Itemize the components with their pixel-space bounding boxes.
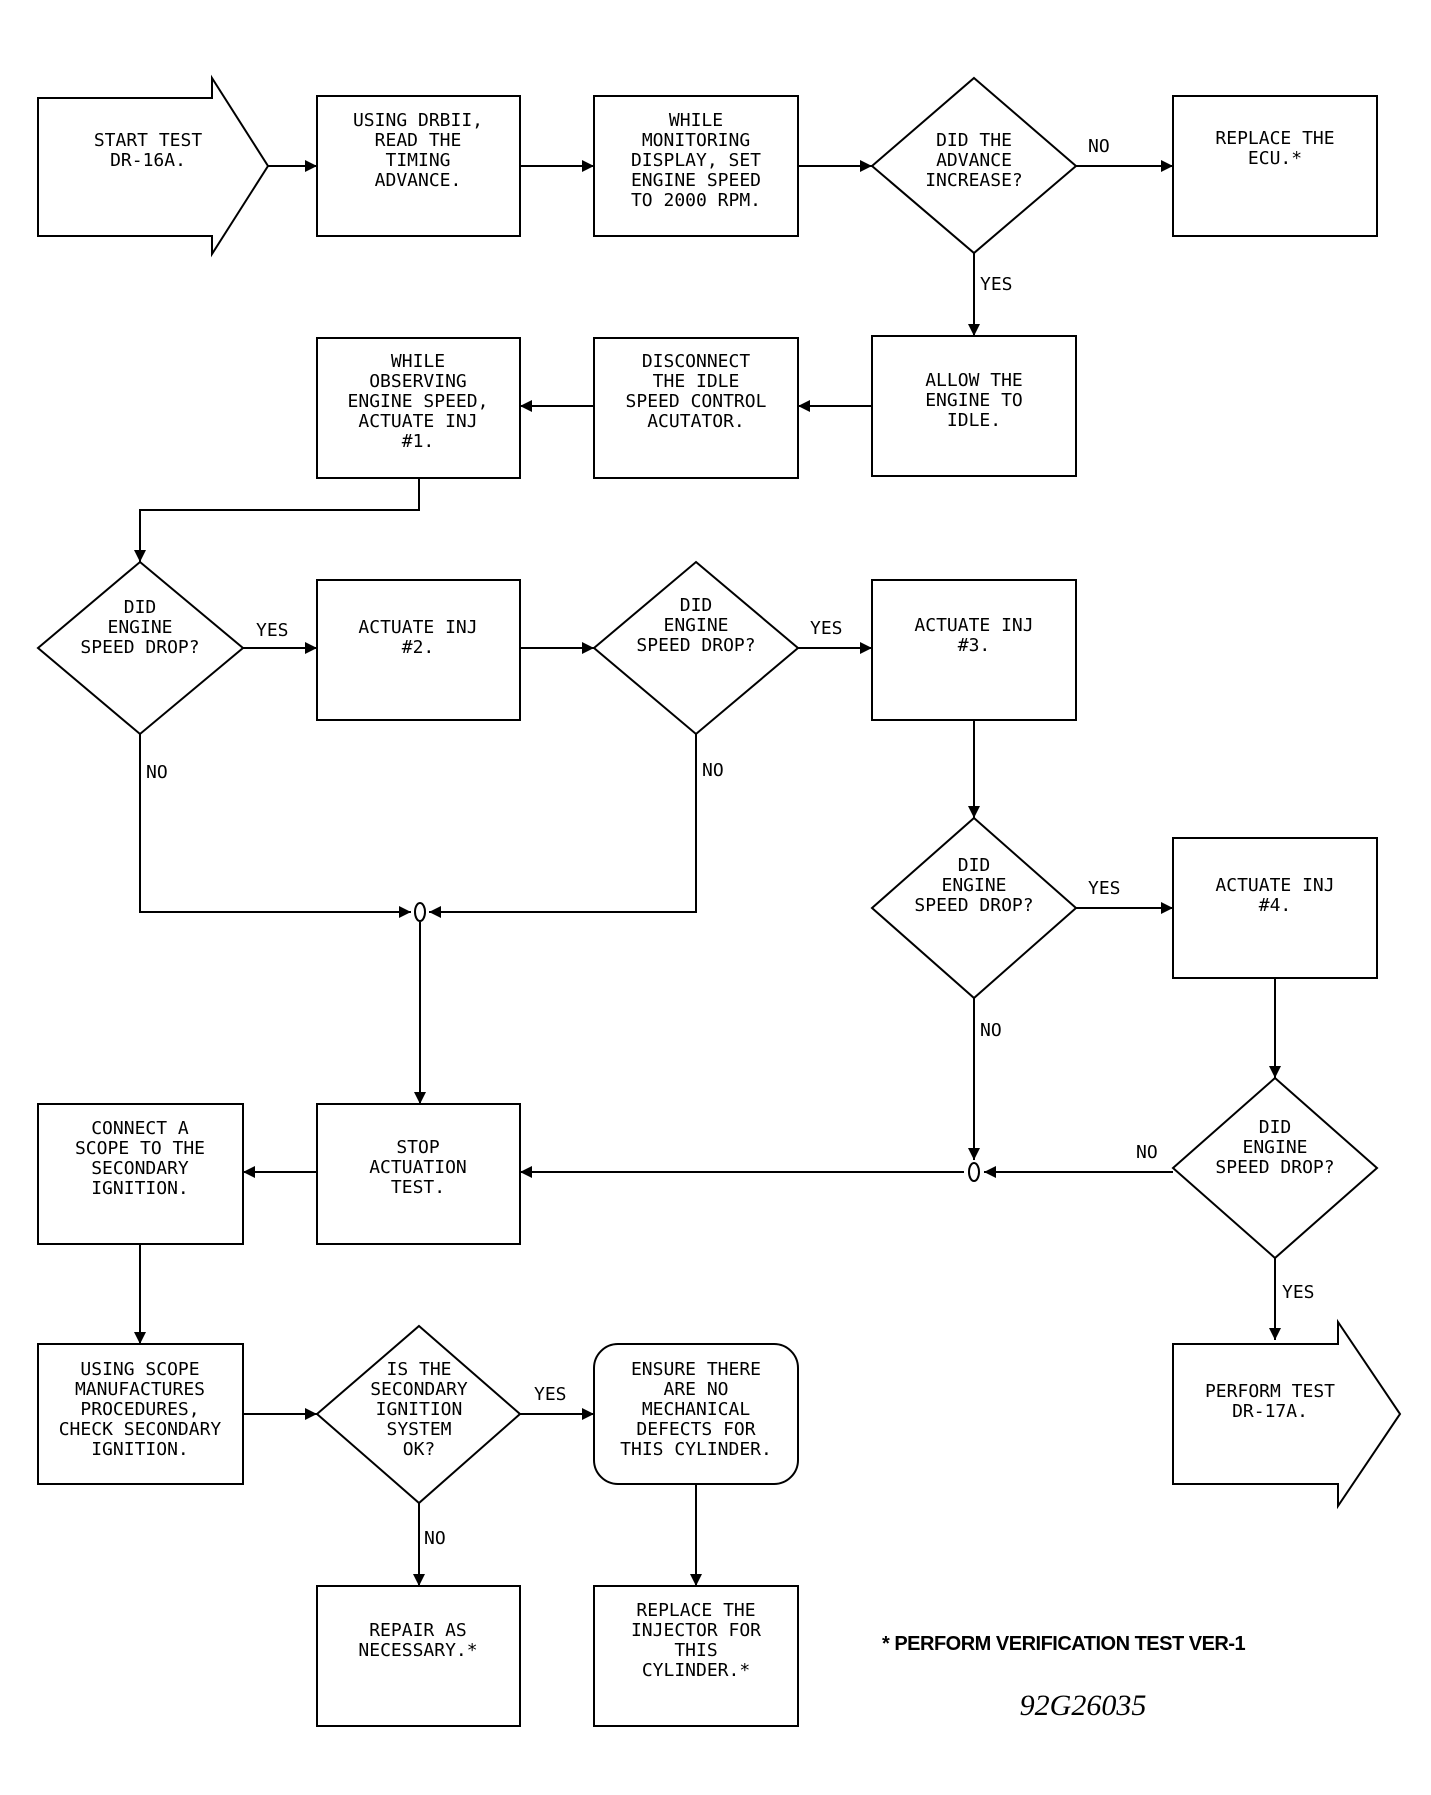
secondary-ok-no-label: NO: [424, 1528, 446, 1549]
actuate-inj4-box: [1172, 837, 1378, 979]
drop1-no-label: NO: [146, 762, 168, 783]
drop3-diamond: [870, 816, 1078, 1000]
actuate-inj3-label: ACTUATE INJ#3.: [914, 615, 1033, 656]
actuate-inj3-box: [871, 579, 1077, 721]
secondary-ok-yes-label: YES: [534, 1384, 567, 1405]
verification-footnote: * PERFORM VERIFICATION TEST VER-1: [882, 1633, 1246, 1655]
merge-junction-lower: [968, 1162, 980, 1182]
allow-idle-box: [871, 335, 1077, 477]
advance-no-label: NO: [1088, 136, 1110, 157]
drop1-diamond: [36, 560, 245, 736]
perform-test-arrow-shape: [1172, 1318, 1402, 1510]
advance-yes-label: YES: [980, 274, 1013, 295]
edge-labels: NO YES YES NO YES NO YES NO NO YES YES N…: [146, 136, 1315, 1549]
start-arrow-shape: [37, 74, 270, 258]
secondary-ok-diamond: [315, 1324, 522, 1505]
stop-actuation-box: [316, 1103, 521, 1245]
connect-scope-box: [37, 1103, 244, 1245]
drop3-no-label: NO: [980, 1020, 1002, 1041]
disconnect-isc-box: [593, 337, 799, 479]
drop4-yes-label: YES: [1282, 1282, 1315, 1303]
drop2-diamond: [592, 560, 800, 736]
check-secondary-box: [37, 1343, 244, 1485]
drop4-no-label: NO: [1136, 1142, 1158, 1163]
drop4-diamond: [1171, 1076, 1379, 1260]
edge-inj1-to-drop1: [134, 478, 420, 562]
repair-box: [316, 1585, 521, 1727]
edge-drop2-no: [429, 734, 697, 918]
ensure-no-defects-box: [593, 1343, 799, 1485]
actuate-inj2-box: [316, 579, 521, 721]
shapes: [36, 74, 1402, 1727]
merge-junction-upper: [414, 902, 426, 922]
replace-ecu-box: [1172, 95, 1378, 237]
drop3-yes-label: YES: [1088, 878, 1121, 899]
drop2-no-label: NO: [702, 760, 724, 781]
replace-injector-box: [593, 1585, 799, 1727]
actuate-inj1-box: [316, 337, 521, 479]
figure-id: 92G26035: [1020, 1689, 1147, 1722]
drop1-yes-label: YES: [256, 620, 289, 641]
set-speed-box: [593, 95, 799, 237]
read-timing-box: [316, 95, 521, 237]
actuate-inj4-label: ACTUATE INJ#4.: [1215, 875, 1334, 916]
actuate-inj2-label: ACTUATE INJ#2.: [358, 617, 477, 658]
edge-drop1-no: [139, 734, 411, 918]
advance-increase-diamond: [870, 76, 1078, 255]
connectors: [134, 160, 1281, 1586]
drop2-yes-label: YES: [810, 618, 843, 639]
